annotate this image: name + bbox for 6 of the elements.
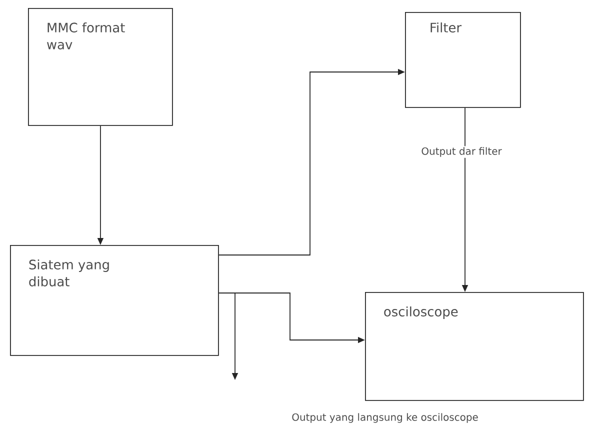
note-text: Output yang langsung ke osciloscope (292, 413, 478, 423)
process-box: osciloscope (365, 292, 584, 401)
process-box: Filter (405, 12, 521, 108)
process-box: Siatem yang dibuat (10, 245, 219, 356)
edge-label: Output dar filter (420, 146, 503, 158)
process-box: MMC format wav (28, 8, 173, 126)
